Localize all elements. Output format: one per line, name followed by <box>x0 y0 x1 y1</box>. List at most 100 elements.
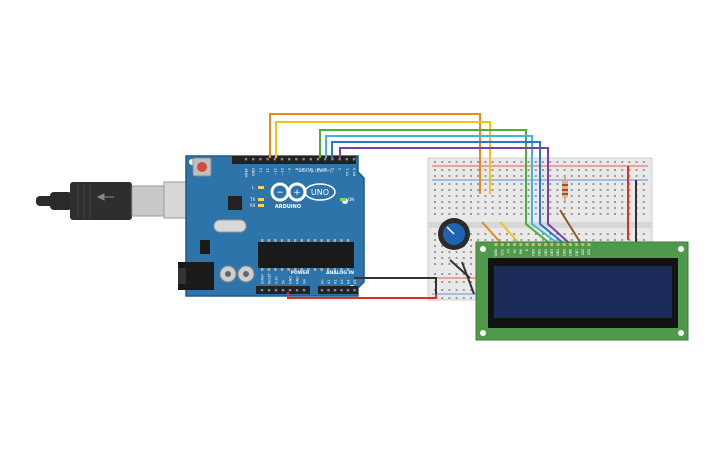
breadboard-hole[interactable] <box>578 161 580 163</box>
breadboard-hole[interactable] <box>556 195 559 197</box>
breadboard-hole[interactable] <box>455 201 458 203</box>
breadboard-hole[interactable] <box>534 175 537 177</box>
breadboard-hole[interactable] <box>462 281 465 283</box>
breadboard-hole[interactable] <box>556 183 559 185</box>
digital-pin[interactable] <box>345 158 348 161</box>
digital-pin[interactable] <box>324 158 327 161</box>
digital-pin[interactable] <box>302 158 305 161</box>
breadboard-hole[interactable] <box>642 195 645 197</box>
analog-pin[interactable] <box>327 289 330 292</box>
breadboard-hole[interactable] <box>556 175 559 177</box>
breadboard-hole[interactable] <box>477 161 480 163</box>
breadboard-hole[interactable] <box>484 169 487 171</box>
breadboard-hole[interactable] <box>549 195 552 197</box>
breadboard-hole[interactable] <box>599 233 602 235</box>
breadboard-hole[interactable] <box>491 201 494 203</box>
breadboard-hole[interactable] <box>484 207 487 209</box>
breadboard-hole[interactable] <box>434 189 436 191</box>
breadboard-hole[interactable] <box>592 239 595 241</box>
breadboard-hole[interactable] <box>462 297 465 299</box>
wire-green[interactable] <box>319 129 527 212</box>
breadboard-hole[interactable] <box>578 213 580 215</box>
breadboard-hole[interactable] <box>484 161 487 163</box>
breadboard-hole[interactable] <box>448 175 451 177</box>
breadboard-hole[interactable] <box>614 169 616 171</box>
breadboard-hole[interactable] <box>578 195 580 197</box>
breadboard-hole[interactable] <box>470 195 472 197</box>
breadboard-hole[interactable] <box>477 233 480 235</box>
breadboard-hole[interactable] <box>549 239 552 241</box>
breadboard-hole[interactable] <box>470 289 472 291</box>
breadboard-hole[interactable] <box>441 289 444 291</box>
wire-purple-lcd[interactable] <box>547 212 569 243</box>
analog-pin[interactable] <box>353 289 356 292</box>
digital-pin[interactable] <box>338 158 341 161</box>
breadboard-hole[interactable] <box>556 213 559 215</box>
breadboard-hole[interactable] <box>578 233 580 235</box>
breadboard-hole[interactable] <box>527 195 530 197</box>
breadboard-hole[interactable] <box>534 169 537 171</box>
breadboard-hole[interactable] <box>534 233 537 235</box>
wire-orange[interactable] <box>269 113 481 194</box>
breadboard-hole[interactable] <box>448 213 451 215</box>
breadboard-hole[interactable] <box>434 233 436 235</box>
wire-cyan[interactable] <box>325 135 533 212</box>
breadboard-hole[interactable] <box>506 195 508 197</box>
breadboard-hole[interactable] <box>578 189 580 191</box>
breadboard-hole[interactable] <box>527 161 530 163</box>
breadboard-hole[interactable] <box>513 195 516 197</box>
breadboard-hole[interactable] <box>470 183 472 185</box>
breadboard-hole[interactable] <box>542 169 544 171</box>
breadboard-hole[interactable] <box>506 183 508 185</box>
breadboard-hole[interactable] <box>470 175 472 177</box>
digital-pin[interactable] <box>244 158 248 161</box>
breadboard-hole[interactable] <box>621 189 624 191</box>
breadboard-hole[interactable] <box>434 257 436 259</box>
breadboard-hole[interactable] <box>542 183 544 185</box>
wire-black-pot-2[interactable] <box>461 261 475 295</box>
breadboard-hole[interactable] <box>506 213 508 215</box>
breadboard-hole[interactable] <box>470 239 472 241</box>
breadboard-hole[interactable] <box>448 161 451 163</box>
breadboard-hole[interactable] <box>628 201 631 203</box>
breadboard-hole[interactable] <box>549 169 552 171</box>
lcd-pin[interactable] <box>537 243 541 246</box>
breadboard-hole[interactable] <box>621 195 624 197</box>
breadboard-hole[interactable] <box>585 175 588 177</box>
breadboard-hole[interactable] <box>434 263 436 265</box>
usb-cable[interactable] <box>36 181 209 220</box>
breadboard-hole[interactable] <box>570 239 573 241</box>
analog-pin[interactable] <box>320 289 324 292</box>
breadboard-hole[interactable] <box>556 161 559 163</box>
breadboard-hole[interactable] <box>513 213 516 215</box>
breadboard-hole[interactable] <box>448 297 451 299</box>
lcd-pin[interactable] <box>587 243 591 246</box>
breadboard-hole[interactable] <box>441 251 444 253</box>
breadboard-hole[interactable] <box>441 175 444 177</box>
breadboard-hole[interactable] <box>592 161 595 163</box>
breadboard-hole[interactable] <box>520 239 523 241</box>
breadboard-hole[interactable] <box>592 189 595 191</box>
breadboard-hole[interactable] <box>484 195 487 197</box>
breadboard-hole[interactable] <box>570 169 573 171</box>
breadboard-hole[interactable] <box>621 201 624 203</box>
breadboard-hole[interactable] <box>498 207 501 209</box>
analog-pin[interactable] <box>333 289 337 292</box>
breadboard-hole[interactable] <box>542 201 544 203</box>
breadboard-hole[interactable] <box>599 189 602 191</box>
breadboard-hole[interactable] <box>599 207 602 209</box>
breadboard-hole[interactable] <box>520 207 523 209</box>
wire-green-lcd[interactable] <box>525 212 549 243</box>
breadboard-hole[interactable] <box>520 201 523 203</box>
lcd-pin[interactable] <box>500 243 504 246</box>
breadboard-hole[interactable] <box>484 183 487 185</box>
breadboard-hole[interactable] <box>563 207 566 209</box>
breadboard-hole[interactable] <box>606 233 609 235</box>
breadboard-hole[interactable] <box>578 183 580 185</box>
arduino-uno-board[interactable]: − + UNO ARDUINO DIGITAL (PWM~) L TX RX O… <box>178 155 365 297</box>
digital-pin[interactable] <box>280 158 284 161</box>
breadboard-hole[interactable] <box>563 161 566 163</box>
breadboard-hole[interactable] <box>585 207 588 209</box>
breadboard-hole[interactable] <box>599 169 602 171</box>
